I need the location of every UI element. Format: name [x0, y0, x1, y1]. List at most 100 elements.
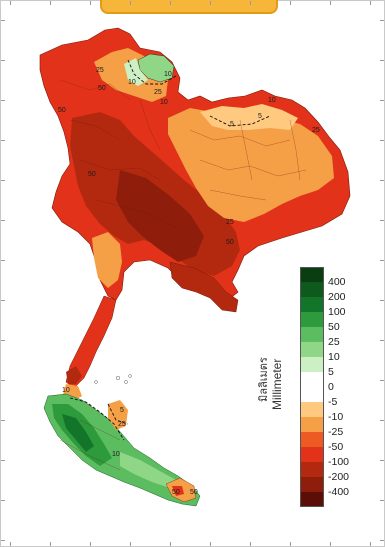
ruler-tick — [50, 1, 51, 5]
legend-swatch — [300, 357, 324, 372]
legend-swatch — [300, 387, 324, 402]
ruler-tick — [130, 542, 131, 546]
contour-label: 50 — [98, 85, 106, 92]
region-east-coast — [169, 261, 239, 313]
legend-tick-label: 10 — [328, 351, 340, 363]
contour-label: 10 — [62, 387, 70, 394]
legend-tick-label: -10 — [328, 411, 344, 423]
ruler-tick — [290, 542, 291, 546]
contour-label: 50 — [172, 489, 180, 496]
legend-tick-label: -25 — [328, 426, 344, 438]
ruler-tick — [380, 380, 384, 381]
ruler-tick — [330, 1, 331, 5]
ruler-tick — [370, 1, 371, 5]
contour-label: 10 — [128, 79, 136, 86]
legend-tick-label: 100 — [328, 306, 346, 318]
contour-label: 50 — [190, 489, 198, 496]
legend-swatch — [300, 417, 324, 432]
legend-tick-label: -200 — [328, 471, 350, 483]
contour-label: 5 — [230, 121, 234, 128]
contour-label: 25 — [96, 67, 104, 74]
legend-swatch — [300, 447, 324, 462]
ruler-tick — [1, 20, 5, 21]
contour-label: 5 — [120, 407, 124, 414]
ruler-tick — [380, 340, 384, 341]
title-banner — [100, 0, 278, 14]
legend-swatch — [300, 297, 324, 312]
ruler-tick — [130, 1, 131, 5]
region-northeast-orange — [168, 108, 334, 222]
legend-swatch — [300, 402, 324, 417]
contour-label: 10 — [160, 99, 168, 106]
ruler-tick — [1, 260, 5, 261]
legend-swatch — [300, 462, 324, 477]
legend-tick-label: 0 — [328, 381, 334, 393]
contour-label: 10 — [112, 451, 120, 458]
ruler-tick — [1, 60, 5, 61]
ruler-tick — [10, 1, 11, 5]
ruler-tick — [1, 500, 5, 501]
legend-swatch — [300, 432, 324, 447]
region-south-tip-red — [172, 486, 184, 496]
ruler-tick — [1, 140, 5, 141]
contour-label: 25 — [226, 219, 234, 226]
contour-labels: 50 50 50 25 25 10 10 10 5 5 10 25 25 50 … — [58, 67, 320, 496]
ruler-tick — [250, 542, 251, 546]
contour-label: 10 — [164, 71, 172, 78]
legend-swatch — [300, 372, 324, 387]
legend-swatch — [300, 312, 324, 327]
ruler-tick — [1, 460, 5, 461]
contour-label: 25 — [154, 89, 162, 96]
ruler-tick — [170, 1, 171, 5]
ruler-tick — [1, 540, 5, 541]
contour-label: 10 — [268, 97, 276, 104]
ruler-tick — [380, 500, 384, 501]
ruler-tick — [50, 542, 51, 546]
legend-tick-label: -400 — [328, 486, 350, 498]
region-south-light — [120, 452, 176, 488]
ruler-tick — [1, 340, 5, 341]
legend-swatch — [300, 267, 324, 282]
ruler-tick — [380, 420, 384, 421]
legend-swatch — [300, 342, 324, 357]
ruler-tick — [1, 300, 5, 301]
region-north-green — [137, 53, 175, 83]
contour-label: 50 — [88, 171, 96, 178]
contour-label: 50 — [226, 239, 234, 246]
ruler-tick — [370, 542, 371, 546]
legend-unit: Millimeter — [270, 358, 284, 410]
legend-tick-label: -50 — [328, 441, 344, 453]
ruler-tick — [380, 140, 384, 141]
ruler-tick — [170, 542, 171, 546]
ruler-tick — [250, 1, 251, 5]
ruler-tick — [1, 100, 5, 101]
ruler-tick — [380, 20, 384, 21]
ruler-tick — [90, 542, 91, 546]
legend-tick-label: -5 — [328, 396, 338, 408]
ruler-tick — [380, 180, 384, 181]
region-peninsula-red — [66, 366, 82, 384]
legend-tick-label: 50 — [328, 321, 340, 333]
ruler-tick — [380, 100, 384, 101]
region-south-darkest — [62, 414, 94, 452]
ruler-tick — [380, 260, 384, 261]
region-darkest-core — [116, 170, 204, 262]
contour-label: 50 — [58, 107, 66, 114]
zero-contours — [69, 59, 271, 441]
ruler-tick — [210, 542, 211, 546]
ruler-tick — [90, 1, 91, 5]
contour-label: 5 — [258, 113, 262, 120]
contour-label: 25 — [312, 127, 320, 134]
ruler-tick — [380, 300, 384, 301]
legend-tick-label: 25 — [328, 336, 340, 348]
ruler-tick — [380, 460, 384, 461]
legend-swatch — [300, 327, 324, 342]
region-peninsula-upper — [65, 295, 117, 389]
legend-tick-label: 200 — [328, 291, 346, 303]
ruler-tick — [290, 1, 291, 5]
legend-swatch — [300, 477, 324, 492]
legend-swatch — [300, 282, 324, 297]
ruler-tick — [330, 542, 331, 546]
ruler-tick — [1, 180, 5, 181]
contour-label: 25 — [118, 421, 126, 428]
